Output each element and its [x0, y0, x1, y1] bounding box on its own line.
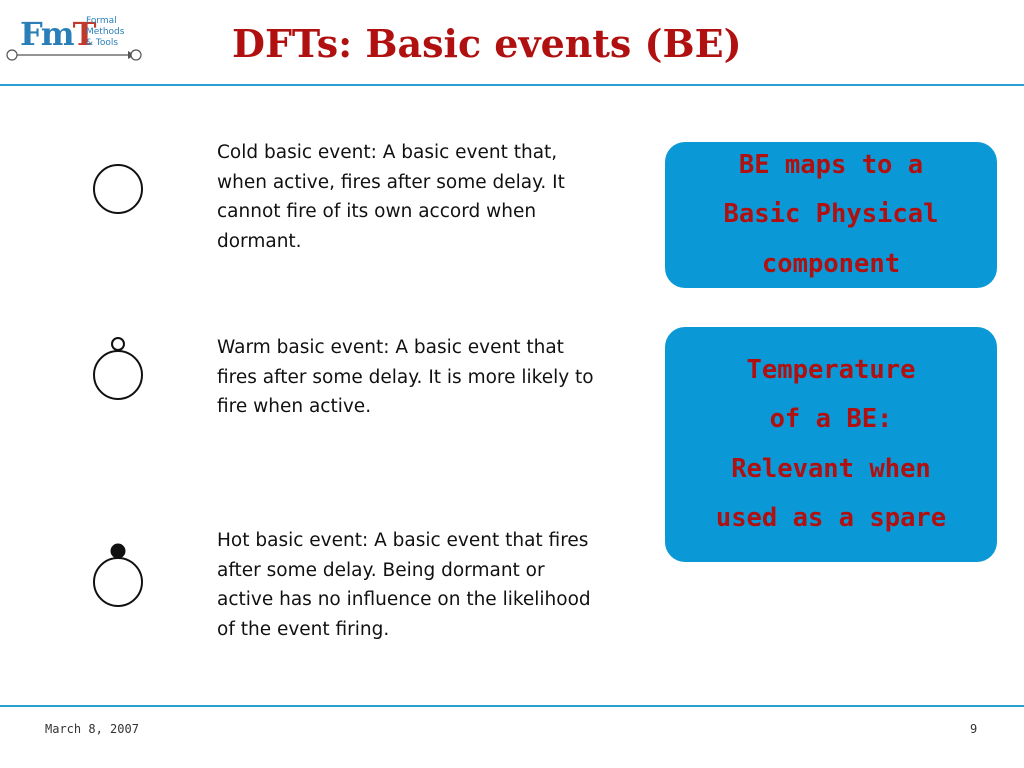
- page-number: 9: [970, 722, 978, 736]
- callout-line: Temperature: [746, 354, 916, 385]
- callout-line: of a BE:: [769, 404, 893, 434]
- hot-basic-event-icon: [93, 543, 143, 607]
- slide-title: DFTs: Basic events (BE): [232, 21, 742, 66]
- logo-letters: FmT: [20, 15, 97, 53]
- callout-line: BE maps to a: [738, 149, 924, 180]
- bottom-divider: [0, 705, 1024, 707]
- fmt-logo: FmT Formal Methods & Tools: [4, 12, 144, 68]
- footer-date: March 8, 2007: [45, 722, 139, 736]
- callout-line: Basic Physical: [723, 199, 939, 230]
- cold-event-description: Cold basic event: A basic event that, wh…: [217, 142, 565, 252]
- warm-basic-event-icon: [93, 337, 143, 400]
- cold-basic-event-icon: [93, 164, 143, 214]
- callout-be-physical: BE maps to a Basic Physical component: [665, 142, 997, 288]
- top-divider: [0, 84, 1024, 86]
- logo-text-line1: Formal: [86, 16, 117, 26]
- logo-letter-f: F: [20, 15, 43, 53]
- warm-event-description: Warm basic event: A basic event that fir…: [217, 337, 594, 417]
- logo-text-line2: Methods: [86, 27, 125, 37]
- logo-text-line3: & Tools: [86, 38, 119, 48]
- logo-text: Formal Methods & Tools: [86, 16, 124, 49]
- logo-letter-t: T: [72, 15, 97, 53]
- hot-event-description: Hot basic event: A basic event that fire…: [217, 530, 591, 640]
- callout-line: Relevant when: [731, 453, 931, 484]
- callout-line: used as a spare: [715, 503, 947, 533]
- logo-arrow-icon: [6, 49, 142, 61]
- callout-temperature: Temperature of a BE: Relevant when used …: [665, 327, 997, 562]
- callout-line: component: [761, 248, 901, 279]
- logo-letter-m: m: [40, 15, 75, 53]
